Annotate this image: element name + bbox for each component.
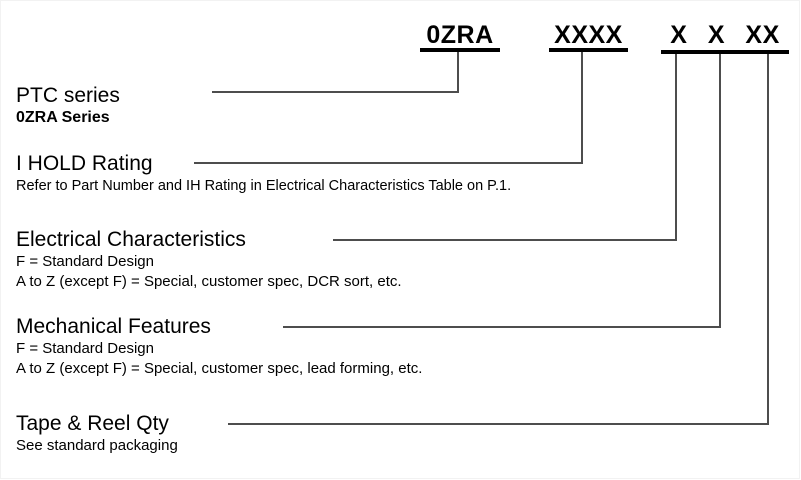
entry-subline-tape-reel-qty: See standard packaging <box>16 437 178 454</box>
entry-subline-mechanical-features: F = Standard Design <box>16 340 154 357</box>
entry-subline-i-hold-rating: Refer to Part Number and IH Rating in El… <box>16 178 512 194</box>
part-number-segment-ih-rating-code: XXXX <box>548 22 629 48</box>
entry-mechanical-features: Mechanical Features F = Standard Design A … <box>16 315 422 379</box>
entry-ptc-series: PTC series 0ZRA Series <box>16 84 120 128</box>
part-number-char: X <box>670 21 688 49</box>
entry-subline-mechanical-features: A to Z (except F) = Special, customer sp… <box>16 360 423 377</box>
part-number-char: XX <box>745 21 780 49</box>
entry-subline-electrical-characteristics: F = Standard Design <box>16 253 154 270</box>
entry-title-ptc-series: PTC series <box>16 84 120 107</box>
entry-title-tape-reel-qty: Tape & Reel Qty <box>16 412 169 435</box>
part-number-text: 0ZRA <box>426 21 494 49</box>
entry-title-electrical-characteristics: Electrical Characteristics <box>16 228 246 251</box>
entry-title-i-hold-rating: I HOLD Rating <box>16 152 153 175</box>
entry-electrical-characteristics: Electrical Characteristics F = Standard D… <box>16 228 402 292</box>
entry-subline-ptc-series: 0ZRA Series <box>16 109 110 126</box>
part-number-text: XXXX <box>554 21 623 49</box>
part-number-segment-series-code: 0ZRA <box>419 22 501 48</box>
entry-subline-electrical-characteristics: A to Z (except F) = Special, customer sp… <box>16 273 402 290</box>
entry-title-mechanical-features: Mechanical Features <box>16 315 211 338</box>
part-number-char: X <box>707 21 725 49</box>
